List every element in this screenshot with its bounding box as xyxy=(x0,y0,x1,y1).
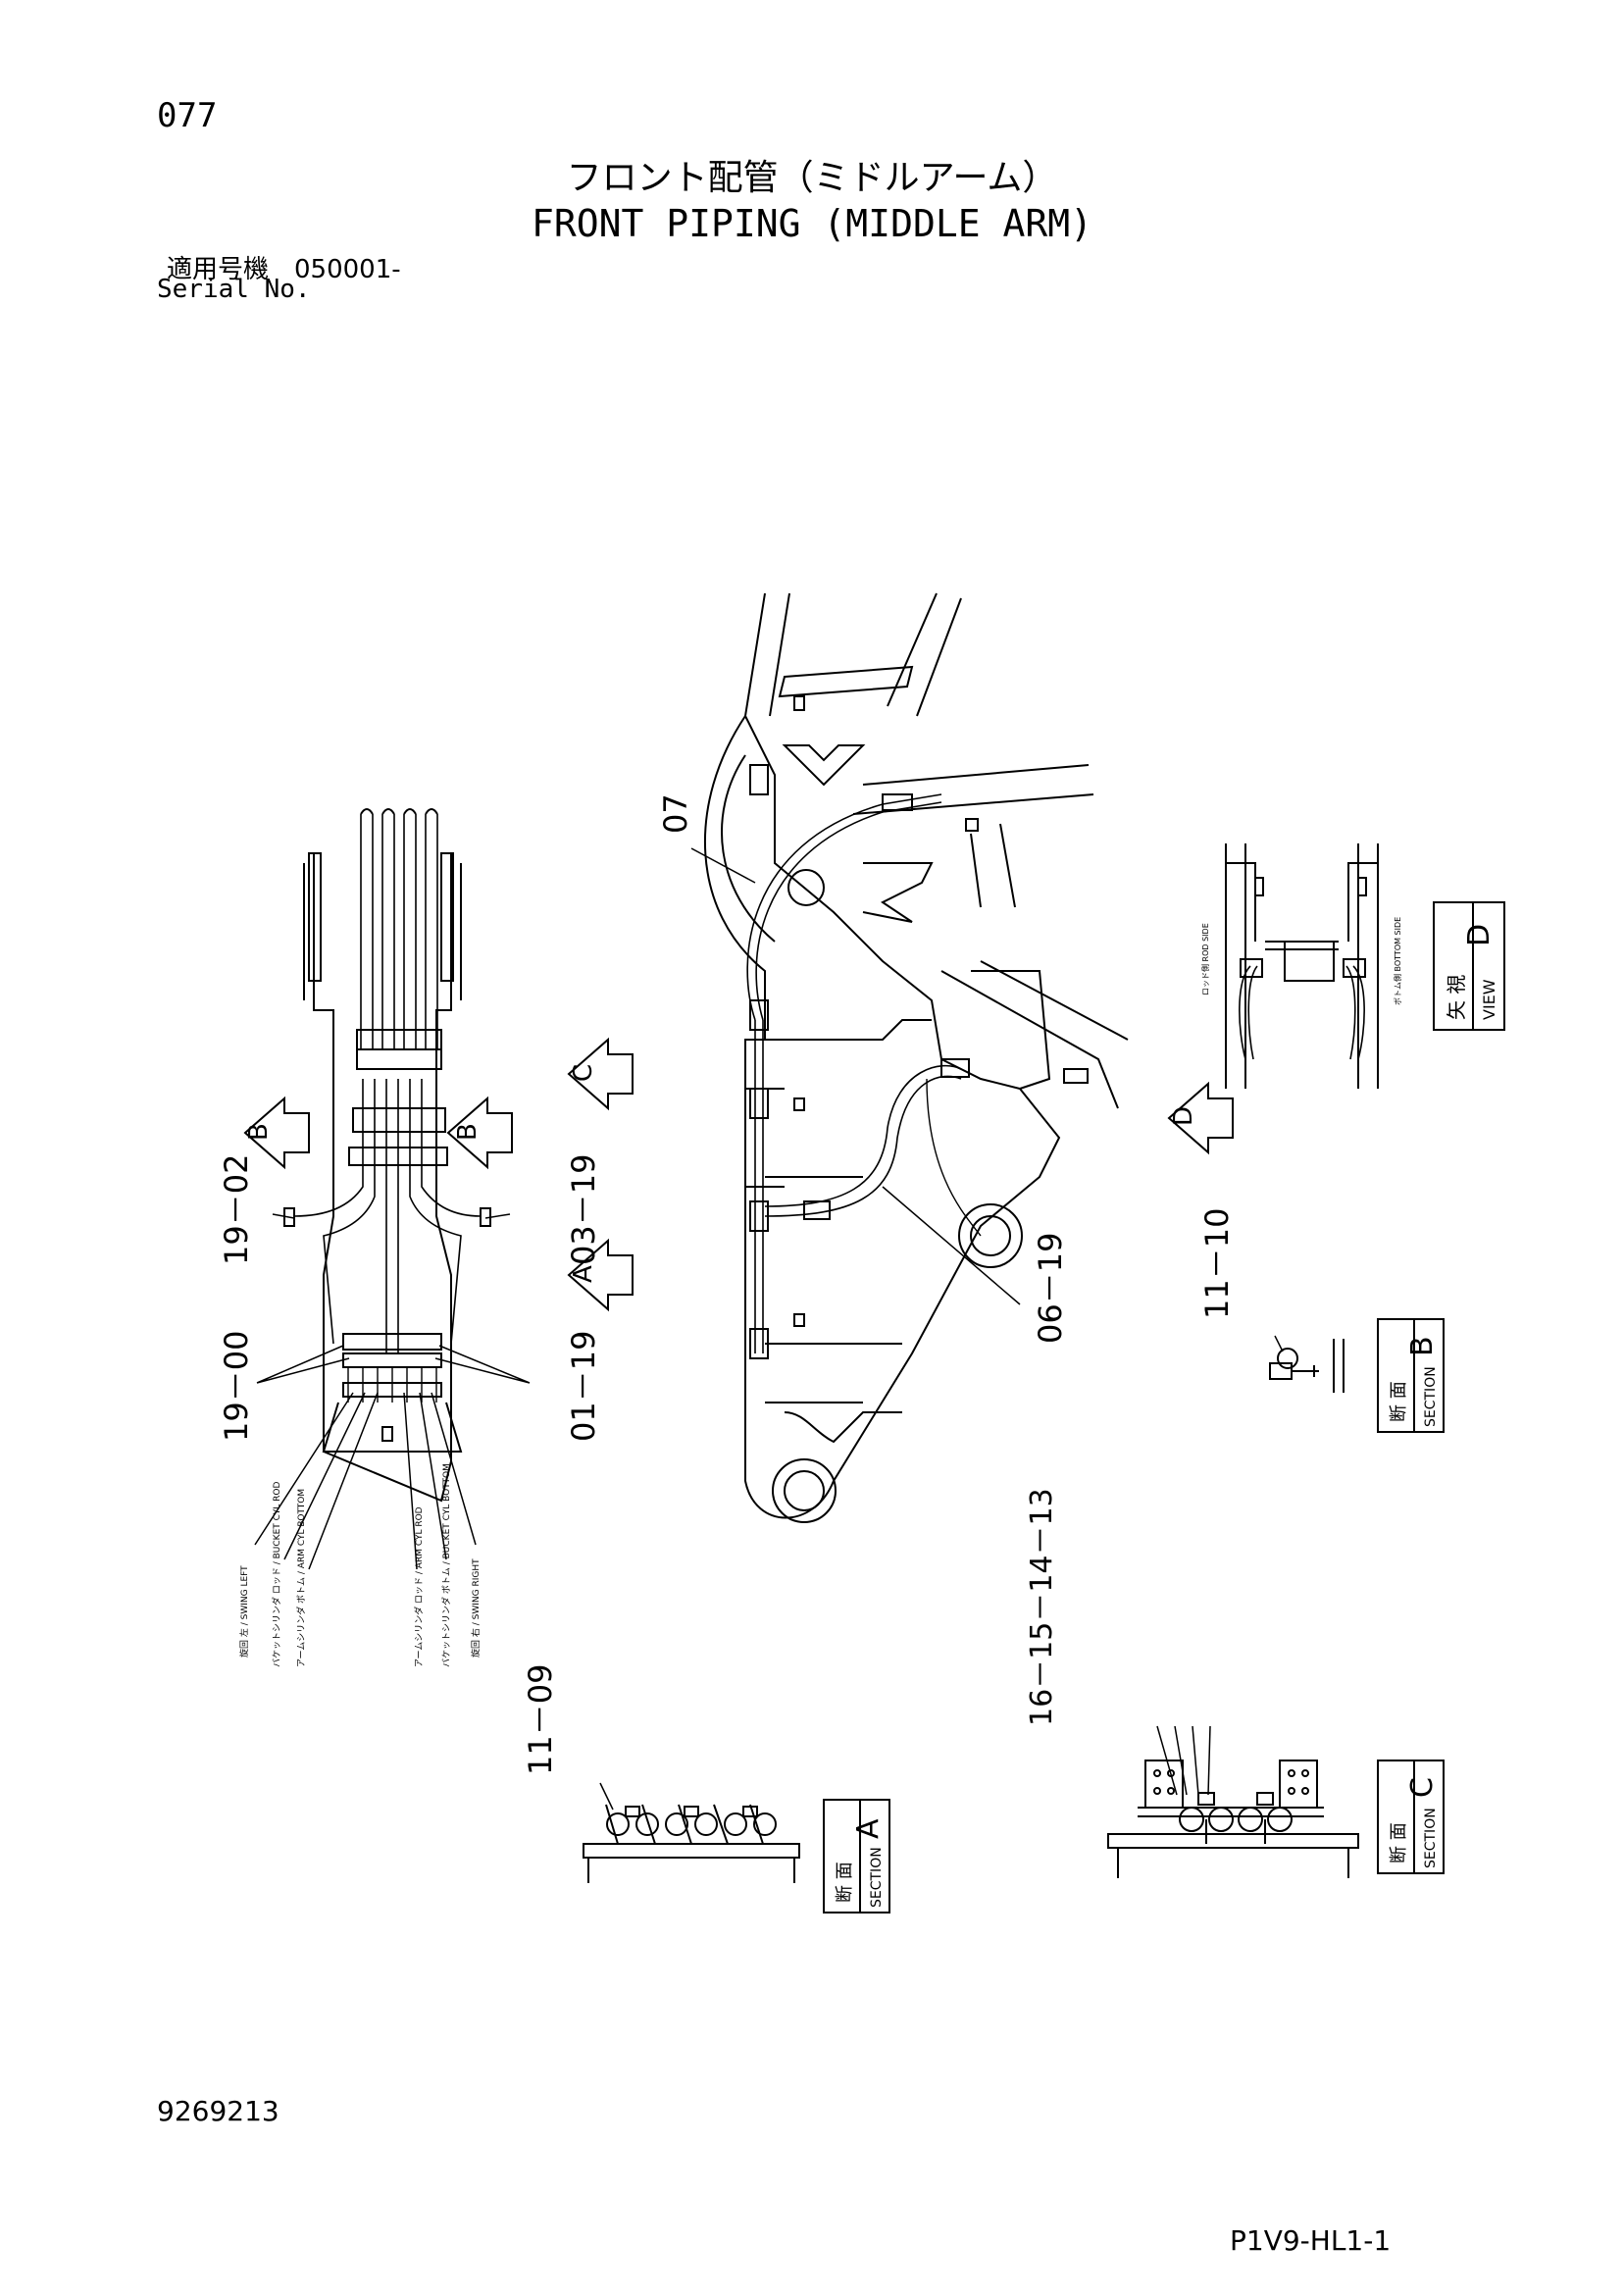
view-arrow-c: C xyxy=(567,1037,634,1111)
view-arrow-c-label: C xyxy=(569,1064,598,1082)
callout-leaders-center xyxy=(690,847,1021,1305)
callout-06-19: 06－19 xyxy=(1032,1233,1069,1344)
view-arrow-d-label: D xyxy=(1169,1106,1198,1126)
view-arrow-b-left: B xyxy=(243,1096,310,1170)
callout-01-19: 01－19 xyxy=(565,1331,602,1442)
callouts-left: 19－02 03－19 19－00 01－19 xyxy=(218,1154,602,1442)
callout-11-09: 11－09 xyxy=(522,1664,559,1775)
section-c-detail xyxy=(1107,1725,1359,1878)
callout-19-02: 19－02 xyxy=(218,1154,255,1265)
view-arrow-b-label: B xyxy=(244,1123,274,1141)
callout-19-00: 19－00 xyxy=(218,1331,255,1442)
page-number: 077 xyxy=(157,96,218,135)
section-a-en: SECTION xyxy=(869,1847,885,1908)
view-d-rod-side-label: ロッド側 ROD SIDE xyxy=(1200,923,1210,995)
view-arrow-d: D xyxy=(1167,1081,1234,1155)
top-view-arm xyxy=(283,808,491,1503)
view-d-letter: D xyxy=(1462,924,1497,946)
section-b-box: 断 面 SECTION B xyxy=(1377,1318,1445,1433)
section-c-box: 断 面 SECTION C xyxy=(1377,1760,1445,1874)
section-b-letter: B xyxy=(1405,1336,1440,1356)
view-arrow-a: A xyxy=(567,1238,634,1312)
serial-label-english: Serial No. xyxy=(157,275,311,304)
section-b-en: SECTION xyxy=(1423,1366,1439,1427)
serial-label-japanese: 適用号機 050001- xyxy=(167,255,401,284)
section-b-jp: 断 面 xyxy=(1389,1381,1409,1422)
hose-label-bucket-bottom: バケットシリンダ ボトム / BUCKET CYL BOTTOM xyxy=(440,1463,452,1667)
hose-label-swing-left: 旋回 左 / SWING LEFT xyxy=(238,1565,250,1658)
section-a-letter: A xyxy=(851,1818,886,1839)
view-arrow-a-label: A xyxy=(569,1265,598,1283)
section-c-en: SECTION xyxy=(1423,1808,1439,1868)
hose-label-bucket-rod: バケットシリンダ ロッド / BUCKET CYL ROD xyxy=(271,1482,282,1667)
view-d-jp: 矢 視 xyxy=(1445,975,1468,1020)
callout-11-10: 11－10 xyxy=(1198,1208,1236,1319)
callout-leaders-left xyxy=(254,1213,531,1570)
drawing-code: P1V9-HL1-1 xyxy=(1230,2224,1392,2257)
view-d-box: 矢 視 VIEW D xyxy=(1433,901,1505,1031)
title-japanese: フロント配管（ミドルアーム） xyxy=(566,158,1058,198)
hose-label-swing-right: 旋回 右 / SWING RIGHT xyxy=(470,1558,482,1658)
section-a-jp: 断 面 xyxy=(835,1862,855,1903)
callout-03-19: 03－19 xyxy=(565,1154,602,1265)
view-arrow-b2-label: B xyxy=(453,1123,482,1141)
document-number: 9269213 xyxy=(157,2095,279,2127)
view-d-bottom-side-label: ボトム側 BOTTOM SIDE xyxy=(1393,917,1402,1005)
callout-16-15-14-13: 16－15－14－13 xyxy=(1025,1488,1059,1726)
view-arrow-b-right: B xyxy=(446,1096,513,1170)
section-a-box: 断 面 SECTION A xyxy=(823,1799,890,1913)
callout-07: 07 xyxy=(657,793,694,834)
section-a-detail xyxy=(583,1782,800,1883)
title-english: FRONT PIPING (MIDDLE ARM) xyxy=(532,202,1092,245)
section-c-letter: C xyxy=(1405,1777,1440,1798)
view-d-en: VIEW xyxy=(1480,979,1498,1020)
section-c-jp: 断 面 xyxy=(1389,1822,1409,1863)
side-view-arm xyxy=(703,592,1129,1523)
hose-label-arm-bottom: アームシリンダ ボトム / ARM CYL BOTTOM xyxy=(295,1489,307,1667)
hose-labels: 旋回 左 / SWING LEFT バケットシリンダ ロッド / BUCKET … xyxy=(238,1463,482,1667)
section-b-detail xyxy=(1269,1335,1345,1393)
hose-label-arm-rod: アームシリンダ ロッド / ARM CYL ROD xyxy=(413,1506,425,1667)
view-d-detail xyxy=(1225,843,1379,1089)
